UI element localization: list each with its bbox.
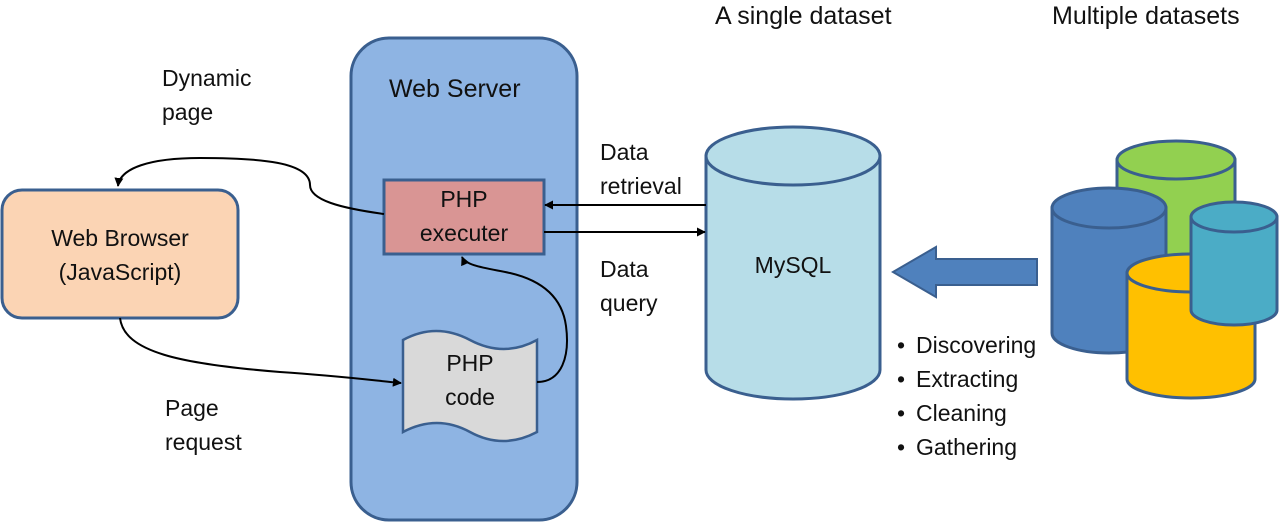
data-query-line2: query [600, 290, 658, 316]
data-query-line1: Data [600, 256, 649, 282]
web-browser-label: Web Browser (JavaScript) [2, 221, 238, 289]
mysql-cylinder [704, 125, 882, 401]
php-code-document [401, 329, 539, 443]
ingest-block-arrow [891, 245, 1038, 299]
dynamic-page-line2: page [162, 99, 214, 125]
dataset-cylinder-teal [1189, 200, 1279, 327]
mysql-label: MySQL [754, 252, 832, 278]
php-executer-line1: PHP [440, 186, 488, 212]
web-server-container [349, 36, 579, 522]
dynamic-page-line1: Dynamic [162, 65, 252, 91]
web-server-label: Web Server [389, 75, 521, 103]
process-item-discovering: Discovering [897, 328, 1036, 362]
php-code-label: PHP code [403, 346, 537, 414]
dynamic-page-label: Dynamic page [162, 61, 251, 129]
page-request-line2: request [165, 429, 242, 455]
data-retrieval-line1: Data [600, 139, 649, 165]
process-list: Discovering Extracting Cleaning Gatherin… [897, 328, 1036, 464]
process-item-cleaning: Cleaning [897, 396, 1036, 430]
single-dataset-heading: A single dataset [715, 2, 892, 30]
php-executer-label: PHP executer [384, 182, 544, 250]
process-item-gathering: Gathering [897, 430, 1036, 464]
process-item-extracting: Extracting [897, 362, 1036, 396]
page-request-line1: Page [165, 395, 219, 421]
page-request-connector [119, 317, 402, 387]
php-code-line1: PHP [446, 350, 494, 376]
php-executer-box [382, 178, 546, 256]
php-code-to-executer-connector [461, 256, 568, 383]
php-executer-line2: executer [419, 220, 509, 246]
multiple-datasets-heading: Multiple datasets [1052, 2, 1240, 30]
data-retrieval-line2: retrieval [600, 173, 682, 199]
web-browser-line2: (JavaScript) [58, 259, 182, 285]
web-browser-line1: Web Browser [51, 225, 189, 251]
page-request-label: Page request [165, 391, 242, 459]
data-retrieval-label: Data retrieval [600, 135, 682, 203]
dynamic-page-connector [114, 156, 385, 215]
php-code-line2: code [445, 384, 495, 410]
data-query-label: Data query [600, 252, 658, 320]
